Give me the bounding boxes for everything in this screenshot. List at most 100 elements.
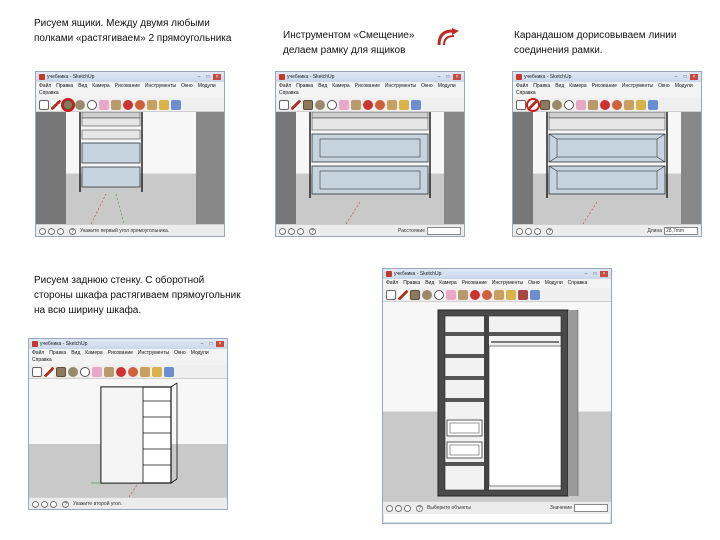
menu-view[interactable]: Вид: [555, 83, 565, 89]
geo-location-icon[interactable]: [386, 504, 393, 512]
menu-draw[interactable]: Рисование: [461, 280, 487, 286]
menu-help[interactable]: Справка: [279, 90, 299, 96]
menu-edit[interactable]: Правка: [49, 350, 67, 356]
menu-file[interactable]: Файл: [32, 350, 45, 356]
minimize-button[interactable]: –: [200, 341, 204, 347]
move-tool-icon[interactable]: [116, 366, 126, 377]
offset-tool-icon[interactable]: [494, 289, 504, 300]
paint-bucket-icon[interactable]: [411, 99, 421, 110]
rectangle-tool-icon[interactable]: [540, 99, 550, 110]
maximize-button[interactable]: □: [206, 74, 210, 80]
close-button[interactable]: ×: [453, 74, 461, 80]
credits-icon[interactable]: [288, 227, 295, 235]
credits-icon[interactable]: [525, 227, 532, 235]
push-pull-tool-icon[interactable]: [351, 99, 361, 110]
rotate-tool-icon[interactable]: [612, 99, 622, 110]
pencil-tool-icon[interactable]: [51, 99, 61, 110]
paint-bucket-icon[interactable]: [530, 289, 540, 300]
rectangle-tool-icon[interactable]: [303, 99, 313, 110]
paint-bucket-icon[interactable]: [164, 366, 174, 377]
minimize-button[interactable]: –: [584, 271, 588, 277]
circle-tool-icon[interactable]: [422, 289, 432, 300]
help-icon[interactable]: ?: [309, 227, 316, 235]
menu-view[interactable]: Вид: [78, 83, 88, 89]
geo-location-icon[interactable]: [32, 500, 39, 508]
rotate-tool-icon[interactable]: [375, 99, 385, 110]
eraser-tool-icon[interactable]: [446, 289, 456, 300]
eraser-tool-icon[interactable]: [92, 366, 102, 377]
menu-help[interactable]: Справка: [567, 280, 588, 286]
eraser-tool-icon[interactable]: [99, 99, 109, 110]
paint-bucket-icon[interactable]: [171, 99, 181, 110]
rotate-tool-icon[interactable]: [135, 99, 145, 110]
offset-tool-icon[interactable]: [140, 366, 150, 377]
move-tool-icon[interactable]: [123, 99, 133, 110]
menu-tools[interactable]: Инструменты: [384, 83, 417, 89]
geo-location-icon[interactable]: [39, 227, 46, 235]
select-tool-icon[interactable]: [32, 366, 42, 377]
eraser-tool-icon[interactable]: [576, 99, 586, 110]
model-viewport[interactable]: [36, 112, 224, 224]
tape-measure-icon[interactable]: [399, 99, 409, 110]
push-pull-tool-icon[interactable]: [458, 289, 468, 300]
arc-tool-icon[interactable]: [80, 366, 90, 377]
paint-bucket-icon[interactable]: [648, 99, 658, 110]
menu-edit[interactable]: Правка: [533, 83, 551, 89]
text-tool-icon[interactable]: [518, 289, 528, 300]
menu-tools[interactable]: Инструменты: [137, 350, 170, 356]
push-pull-tool-icon[interactable]: [104, 366, 114, 377]
select-tool-icon[interactable]: [279, 99, 289, 110]
tape-measure-icon[interactable]: [506, 289, 516, 300]
circle-tool-icon[interactable]: [75, 99, 85, 110]
menu-window[interactable]: Окно: [421, 83, 433, 89]
maximize-button[interactable]: □: [593, 271, 597, 277]
maximize-button[interactable]: □: [683, 74, 687, 80]
measurements-input[interactable]: [574, 504, 608, 512]
arc-tool-icon[interactable]: [434, 289, 444, 300]
menu-camera[interactable]: Камера: [92, 83, 110, 89]
help-icon[interactable]: ?: [69, 227, 76, 235]
menu-tools[interactable]: Инструменты: [144, 83, 177, 89]
pencil-tool-icon[interactable]: [528, 99, 538, 110]
rotate-tool-icon[interactable]: [482, 289, 492, 300]
offset-tool-icon[interactable]: [624, 99, 634, 110]
move-tool-icon[interactable]: [470, 289, 480, 300]
menu-help[interactable]: Справка: [39, 90, 59, 96]
model-viewport[interactable]: [276, 112, 464, 224]
offset-tool-icon[interactable]: [387, 99, 397, 110]
tape-measure-icon[interactable]: [152, 366, 162, 377]
eraser-tool-icon[interactable]: [339, 99, 349, 110]
menu-help[interactable]: Справка: [516, 90, 536, 96]
menu-view[interactable]: Вид: [425, 280, 435, 286]
maximize-button[interactable]: □: [446, 74, 450, 80]
close-button[interactable]: ×: [600, 271, 608, 277]
push-pull-tool-icon[interactable]: [588, 99, 598, 110]
minimize-button[interactable]: –: [437, 74, 441, 80]
menu-plugins[interactable]: Модули: [197, 83, 216, 89]
user-icon[interactable]: [534, 227, 541, 235]
menu-view[interactable]: Вид: [71, 350, 81, 356]
menu-plugins[interactable]: Модули: [437, 83, 456, 89]
rectangle-tool-icon[interactable]: [56, 366, 66, 377]
move-tool-icon[interactable]: [600, 99, 610, 110]
select-tool-icon[interactable]: [516, 99, 526, 110]
model-viewport[interactable]: [513, 112, 701, 224]
menu-camera[interactable]: Камера: [85, 350, 103, 356]
pencil-tool-icon[interactable]: [44, 366, 54, 377]
menu-camera[interactable]: Камера: [569, 83, 587, 89]
menu-draw[interactable]: Рисование: [354, 83, 380, 89]
model-viewport[interactable]: [383, 302, 611, 501]
menu-tools[interactable]: Инструменты: [621, 83, 654, 89]
menu-draw[interactable]: Рисование: [107, 350, 133, 356]
credits-icon[interactable]: [395, 504, 402, 512]
menu-view[interactable]: Вид: [318, 83, 328, 89]
menu-tools[interactable]: Инструменты: [491, 280, 524, 286]
maximize-button[interactable]: □: [209, 341, 213, 347]
credits-icon[interactable]: [48, 227, 55, 235]
menu-draw[interactable]: Рисование: [114, 83, 140, 89]
geo-location-icon[interactable]: [279, 227, 286, 235]
menu-file[interactable]: Файл: [386, 280, 399, 286]
arc-tool-icon[interactable]: [327, 99, 337, 110]
measurements-input[interactable]: [427, 227, 461, 235]
rotate-tool-icon[interactable]: [128, 366, 138, 377]
